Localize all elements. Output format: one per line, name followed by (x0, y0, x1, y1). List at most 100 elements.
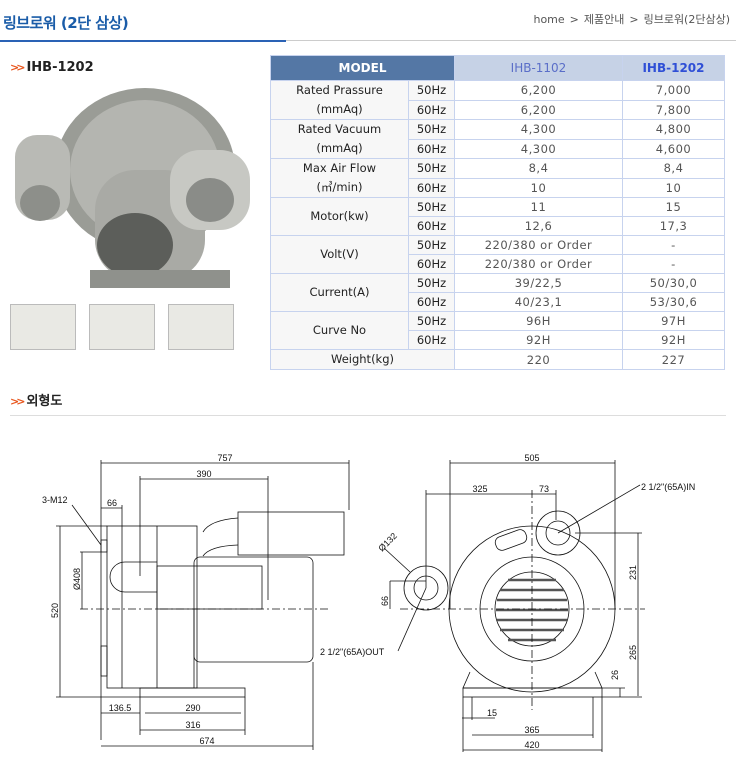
dim-231: 231 (628, 565, 638, 580)
breadcrumb-home[interactable]: home (533, 13, 565, 26)
breadcrumb-separator: > (629, 13, 639, 26)
spec-label: Volt(V) (270, 235, 409, 274)
dim-15: 15 (487, 708, 497, 718)
frequency-cell: 60Hz (408, 216, 455, 236)
product-heading: >>IHB-1202 (10, 60, 94, 75)
spec-label-line: Max Air Flow (302, 161, 377, 175)
dimension-drawing: 757 390 66 3-M12 Ø408 520 136.5 290 316 … (42, 453, 695, 752)
dim-136-5: 136.5 (109, 703, 132, 713)
label-3-m12: 3-M12 (42, 495, 68, 505)
section-divider (10, 415, 726, 416)
spec-label-line: Current(A) (309, 285, 370, 299)
value-cell: 17,3 (622, 216, 725, 236)
frequency-cell: 50Hz (408, 235, 455, 255)
value-cell: 40/23,1 (454, 292, 623, 312)
dim-73: 73 (539, 484, 549, 494)
spec-label-line: (mmAq) (316, 102, 363, 116)
header-ihb-1102: IHB-1102 (454, 55, 623, 81)
value-cell: 11 (454, 197, 623, 217)
value-cell: 8,4 (454, 158, 623, 179)
title-divider (286, 40, 736, 41)
frequency-cell: 50Hz (408, 80, 455, 101)
product-name: IHB-1202 (26, 60, 94, 75)
drawing-heading: >>외형도 (10, 390, 62, 409)
spec-label-line: Rated Prassure (296, 83, 383, 97)
double-chevron-icon: >> (10, 395, 26, 408)
value-cell: 10 (622, 177, 725, 198)
frequency-cell: 60Hz (408, 99, 455, 120)
frequency-cell: 60Hz (408, 254, 455, 274)
value-cell: 96H (454, 311, 623, 331)
frequency-cell: 60Hz (408, 292, 455, 312)
dim-66: 66 (107, 498, 117, 508)
dim-520: 520 (50, 603, 60, 618)
dim-757: 757 (217, 453, 232, 463)
value-cell: 4,300 (454, 119, 623, 140)
value-cell: 6,200 (454, 80, 623, 101)
spec-label-line: Rated Vacuum (297, 122, 382, 136)
spec-label-line: (mmAq) (316, 141, 363, 155)
dim-265: 265 (628, 645, 638, 660)
dim-674: 674 (199, 736, 214, 746)
label-inlet: 2 1/2"(65A)IN (641, 482, 695, 492)
value-cell: 7,000 (622, 80, 725, 101)
dim-132: Ø132 (376, 531, 399, 554)
value-cell: 227 (622, 349, 725, 370)
thumbnail-2[interactable] (89, 304, 155, 350)
value-cell: 39/22,5 (454, 273, 623, 293)
frequency-cell: 50Hz (408, 119, 455, 140)
thumbnail-1[interactable] (10, 304, 76, 350)
side-view: 757 390 66 3-M12 Ø408 520 136.5 290 316 … (42, 453, 350, 750)
thumbnail-3[interactable] (168, 304, 234, 350)
value-cell: 220 (454, 349, 623, 370)
dim-365: 365 (524, 725, 539, 735)
header-ihb-1202: IHB-1202 (622, 55, 725, 81)
value-cell: 8,4 (622, 158, 725, 179)
breadcrumb-current: 링브로워(2단삼상) (643, 13, 730, 26)
value-cell: 92H (622, 330, 725, 350)
spec-label: Max Air Flow (㎥/min) (270, 158, 409, 198)
spec-label: Weight(kg) (270, 349, 455, 370)
value-cell: 4,300 (454, 138, 623, 159)
label-outlet: 2 1/2"(65A)OUT (320, 647, 385, 657)
drawing-title: 외형도 (26, 394, 63, 409)
value-cell: 220/380 or Order (454, 254, 623, 274)
frequency-cell: 50Hz (408, 158, 455, 179)
spec-label: Curve No (270, 311, 409, 350)
dim-290: 290 (185, 703, 200, 713)
spec-label-line: Curve No (312, 323, 367, 337)
value-cell: 7,800 (622, 99, 725, 120)
value-cell: - (622, 254, 725, 274)
frequency-cell: 60Hz (408, 138, 455, 159)
value-cell: 92H (454, 330, 623, 350)
frequency-cell: 60Hz (408, 330, 455, 350)
spec-label-line: Motor(kw) (310, 209, 369, 223)
spec-label-line: (㎥/min) (316, 180, 363, 194)
value-cell: 4,800 (622, 119, 725, 140)
spec-label: Current(A) (270, 273, 409, 312)
frequency-cell: 50Hz (408, 197, 455, 217)
value-cell: 220/380 or Order (454, 235, 623, 255)
spec-label: Motor(kw) (270, 197, 409, 236)
dim-316: 316 (185, 720, 200, 730)
value-cell: 12,6 (454, 216, 623, 236)
spec-label: Rated Prassure (mmAq) (270, 80, 409, 120)
value-cell: - (622, 235, 725, 255)
value-cell: 97H (622, 311, 725, 331)
breadcrumb-products[interactable]: 제품안내 (583, 13, 625, 26)
double-chevron-icon: >> (10, 61, 26, 74)
value-cell: 4,600 (622, 138, 725, 159)
frequency-cell: 60Hz (408, 177, 455, 198)
